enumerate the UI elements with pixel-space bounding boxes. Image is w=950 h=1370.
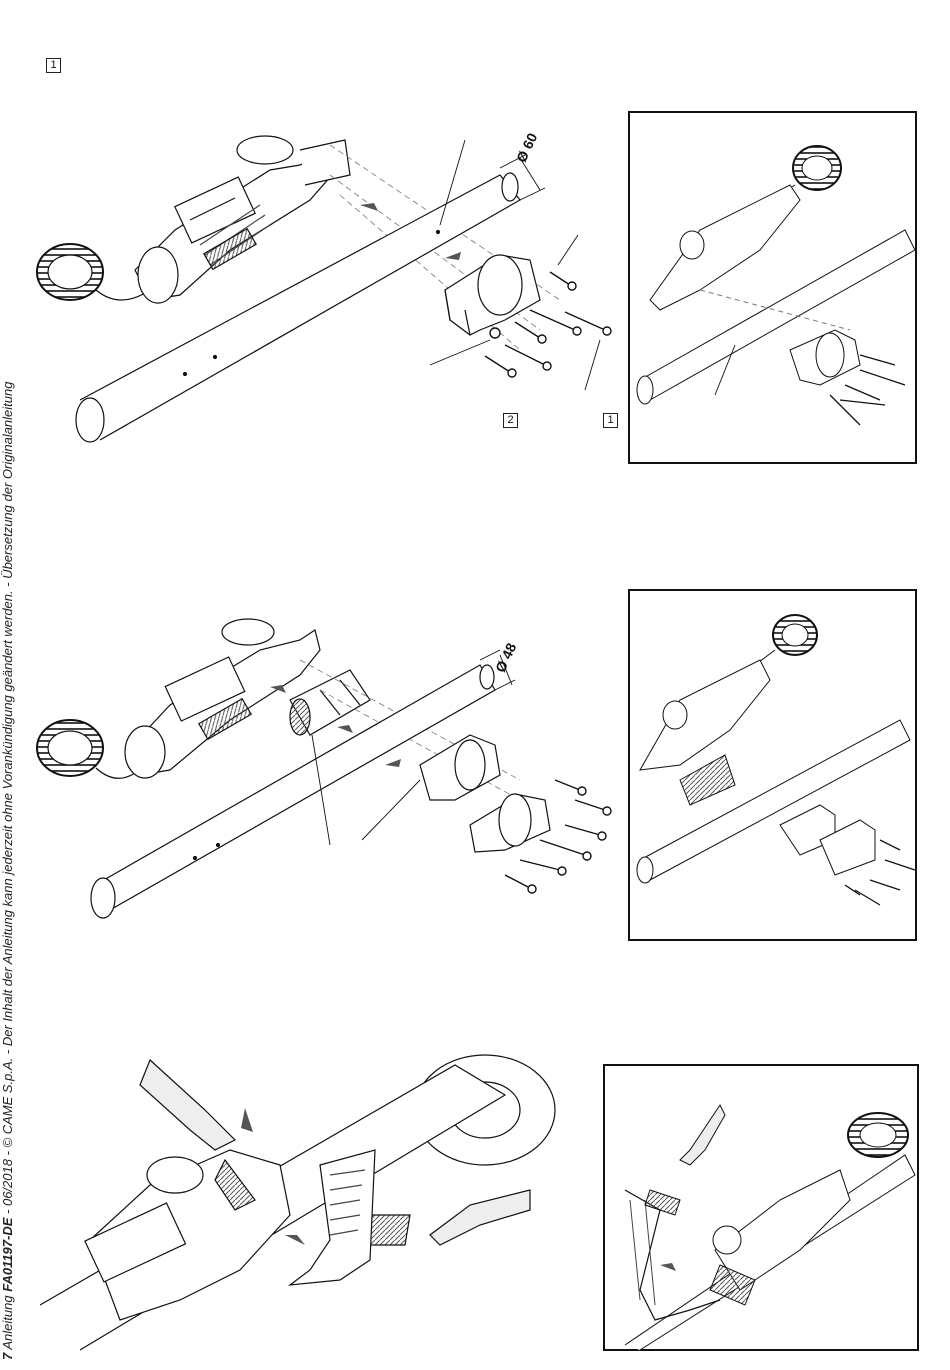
- footer-prefix: Anleitung: [0, 1295, 15, 1349]
- inset-1: [629, 112, 916, 463]
- cable-coil-icon: [37, 244, 103, 300]
- callout-box-1: 1: [603, 413, 618, 428]
- figure-1: [37, 136, 611, 442]
- inset-2: [629, 590, 916, 940]
- page-number: 7: [0, 1353, 15, 1360]
- document-code: FA01197-DE: [0, 1218, 15, 1292]
- footer-text: - 06/2018 - © CAME S.p.A. - Der Inhalt d…: [0, 382, 15, 1214]
- liner-sleeve: [290, 670, 370, 735]
- figure-2: [37, 619, 611, 918]
- page-footer: 7 Anleitung FA01197-DE - 06/2018 - © CAM…: [0, 400, 15, 1360]
- figure-3: [40, 1055, 555, 1350]
- clamp-bracket: [445, 255, 540, 335]
- inset-3: [604, 1065, 918, 1350]
- callout-box-2: 2: [503, 413, 518, 428]
